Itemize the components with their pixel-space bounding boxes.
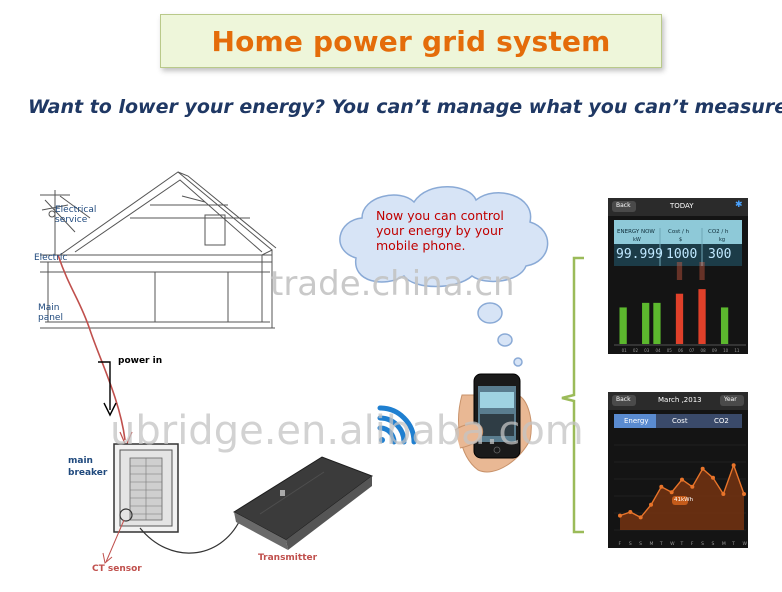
today-bar-glow bbox=[676, 262, 683, 280]
today-unit-kg: kg bbox=[719, 237, 726, 243]
today-x-tick: 07 bbox=[689, 348, 695, 353]
today-bar-glow bbox=[699, 262, 705, 280]
electric-label: Electric bbox=[34, 253, 68, 263]
main-breaker-box bbox=[113, 443, 179, 533]
month-back-button[interactable]: Back bbox=[616, 396, 631, 403]
today-x-tick: 08 bbox=[701, 348, 707, 353]
month-point bbox=[680, 477, 684, 482]
subtitle-main: Want to lower your energy? You can’t man… bbox=[28, 96, 782, 118]
month-header: March ,2013 bbox=[658, 396, 702, 404]
month-callout: 41kWh bbox=[674, 497, 694, 503]
subtitle: Want to lower your energy? You can’t man… bbox=[28, 96, 782, 118]
transmitter-label: Transmitter bbox=[258, 553, 318, 563]
today-unit-cost: $ bbox=[679, 237, 683, 243]
title-banner: Home power grid system bbox=[160, 14, 662, 68]
today-bar bbox=[653, 302, 661, 344]
electrical-service-label: Electrical service bbox=[55, 205, 97, 225]
month-x-tick: S bbox=[701, 541, 704, 547]
month-year-button[interactable]: Year bbox=[724, 396, 737, 403]
wifi-signal-icon bbox=[377, 405, 417, 445]
ct-sensor-clamp bbox=[119, 508, 133, 522]
month-point bbox=[628, 510, 633, 514]
today-col-energy: ENERGY NOW bbox=[617, 229, 655, 235]
month-x-tick: F bbox=[691, 541, 694, 547]
today-back-button[interactable]: Back bbox=[616, 202, 631, 209]
today-col-co2: CO2 / h bbox=[708, 229, 729, 235]
month-x-tick: T bbox=[731, 541, 735, 547]
month-x-tick: T bbox=[680, 541, 684, 547]
today-x-tick: 03 bbox=[644, 348, 650, 353]
month-x-tick: S bbox=[639, 541, 642, 547]
month-x-tick: S bbox=[629, 541, 632, 547]
transmitter-device bbox=[233, 456, 374, 550]
month-point bbox=[721, 492, 726, 496]
month-x-tick: M bbox=[650, 541, 654, 547]
month-x-tick: F bbox=[619, 541, 622, 547]
bluetooth-icon: ✱ bbox=[735, 200, 743, 210]
month-point bbox=[742, 492, 746, 496]
green-brace bbox=[561, 256, 584, 534]
today-x-tick: 06 bbox=[678, 348, 684, 353]
cloud-message: Now you can control your energy by your … bbox=[376, 208, 504, 253]
month-x-tick: S bbox=[712, 541, 715, 547]
today-bar bbox=[619, 307, 627, 344]
month-point bbox=[669, 490, 674, 495]
month-point bbox=[659, 484, 664, 489]
power-in-arrow bbox=[98, 361, 111, 410]
month-point bbox=[731, 463, 736, 468]
today-x-tick: 04 bbox=[655, 348, 661, 353]
today-x-tick: 11 bbox=[734, 348, 740, 353]
thought-cloud bbox=[339, 186, 549, 367]
power-line bbox=[57, 254, 126, 441]
today-x-tick: 05 bbox=[667, 348, 673, 353]
month-point bbox=[700, 466, 705, 471]
today-bar bbox=[675, 293, 684, 344]
today-x-tick: 02 bbox=[633, 348, 639, 353]
today-header: TODAY bbox=[670, 202, 694, 210]
app-today-screen: 01 02 03 04 05 06 07 08 09 10 11 bbox=[608, 198, 748, 354]
today-unit-kw: kW bbox=[633, 237, 641, 243]
watermark-trade: trade.china.cn bbox=[270, 264, 515, 304]
hand-with-phone bbox=[454, 373, 532, 473]
today-bar-chart: 01 02 03 04 05 06 07 08 09 10 11 bbox=[619, 262, 740, 353]
main-breaker-label: main breaker bbox=[68, 456, 108, 478]
today-bar bbox=[720, 307, 729, 344]
today-col-cost: Cost / h bbox=[668, 229, 690, 235]
power-in-label: power in bbox=[118, 356, 163, 366]
month-point bbox=[711, 475, 715, 480]
today-bar bbox=[642, 302, 650, 344]
month-x-tick: W bbox=[743, 541, 748, 547]
sensor-cable bbox=[139, 519, 241, 554]
month-x-tick: T bbox=[659, 541, 663, 547]
today-readout-energy: 99.999 bbox=[616, 247, 663, 262]
today-x-tick: 09 bbox=[712, 348, 718, 353]
page-title: Home power grid system bbox=[211, 24, 611, 58]
month-x-tick: W bbox=[670, 541, 675, 547]
ct-sensor-label: CT sensor bbox=[92, 564, 142, 574]
month-point bbox=[690, 484, 695, 489]
month-x-tick: M bbox=[722, 541, 726, 547]
main-panel-label: Main panel bbox=[38, 303, 63, 323]
today-x-tick: 01 bbox=[622, 348, 628, 353]
today-bar bbox=[698, 289, 706, 344]
house-sketch bbox=[40, 171, 277, 329]
today-readout-co2: 300 bbox=[708, 247, 732, 262]
month-tab-energy[interactable]: Energy bbox=[624, 417, 649, 425]
watermark-alibaba: ubridge.en.alibaba.com bbox=[110, 408, 584, 454]
month-point bbox=[618, 513, 622, 518]
month-point bbox=[649, 502, 653, 507]
month-tab-cost[interactable]: Cost bbox=[672, 417, 688, 425]
today-x-tick: 10 bbox=[723, 348, 729, 353]
month-point bbox=[638, 515, 643, 520]
month-tab-co2[interactable]: CO2 bbox=[714, 417, 729, 425]
today-readout-cost: 1000 bbox=[666, 247, 698, 262]
